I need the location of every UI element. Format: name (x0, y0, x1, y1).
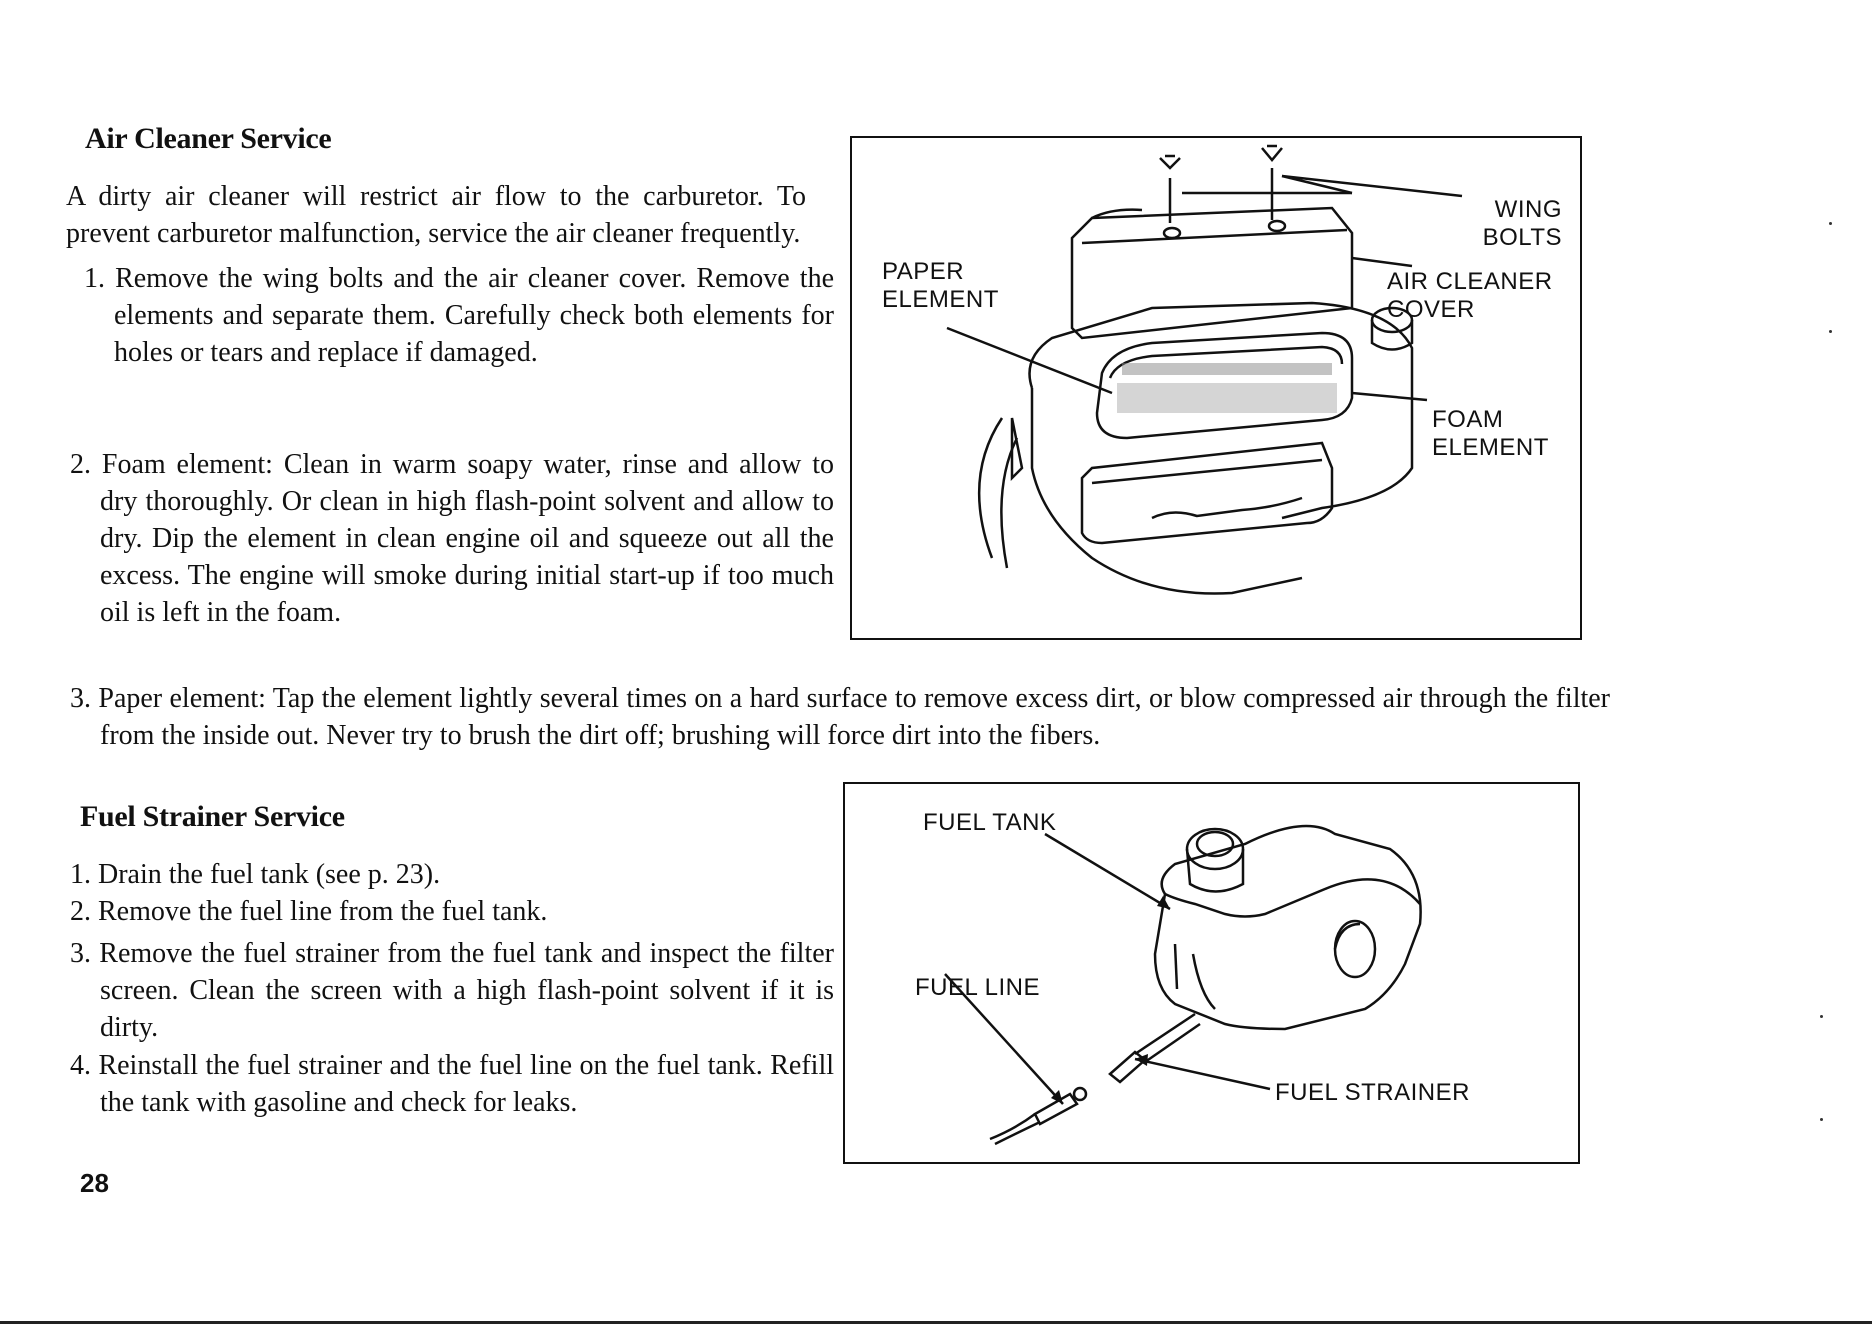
label-fuel-line: FUEL LINE (915, 974, 1040, 1001)
label-fuel-tank: FUEL TANK (923, 809, 1057, 836)
fuel-strainer-step-4: 4. Reinstall the fuel strainer and the f… (70, 1050, 834, 1118)
fuel-strainer-figure: FUEL TANK FUEL LINE FUEL STRAINER (843, 782, 1580, 1164)
label-fuel-strainer: FUEL STRAINER (1275, 1079, 1470, 1106)
air-cleaner-illustration (946, 144, 1463, 595)
label-foam-element: FOAM ELEMENT (1432, 406, 1549, 461)
air-cleaner-figure: WING BOLTS PAPER ELEMENT AIR CLEANER COV… (850, 136, 1582, 640)
fuel-strainer-illustration (944, 824, 1422, 1146)
page-number: 28 (80, 1168, 109, 1198)
label-paper-element: PAPER ELEMENT (882, 258, 999, 313)
fuel-strainer-step-2: 2. Remove the fuel line from the fuel ta… (70, 896, 548, 927)
fuel-strainer-step-3: 3. Remove the fuel strainer from the fue… (70, 938, 834, 1043)
air-cleaner-step-3: 3. Paper element: Tap the element lightl… (70, 683, 1610, 751)
margin-speck (1829, 222, 1832, 225)
air-cleaner-heading: Air Cleaner Service (85, 122, 332, 155)
bottom-edge-rule (0, 1321, 1872, 1324)
fuel-strainer-step-1: 1. Drain the fuel tank (see p. 23). (70, 859, 441, 890)
air-cleaner-step-2: 2. Foam element: Clean in warm soapy wat… (70, 449, 834, 628)
air-cleaner-step-1: 1. Remove the wing bolts and the air cle… (84, 263, 834, 368)
label-wing-bolts: WING BOLTS (1482, 196, 1562, 251)
fuel-strainer-heading: Fuel Strainer Service (80, 800, 345, 833)
label-air-cleaner-cover: AIR CLEANER COVER (1387, 268, 1553, 323)
margin-speck (1820, 1118, 1823, 1121)
margin-speck (1829, 330, 1832, 333)
margin-speck (1820, 1015, 1823, 1018)
air-cleaner-intro: A dirty air cleaner will restrict air fl… (66, 181, 806, 249)
